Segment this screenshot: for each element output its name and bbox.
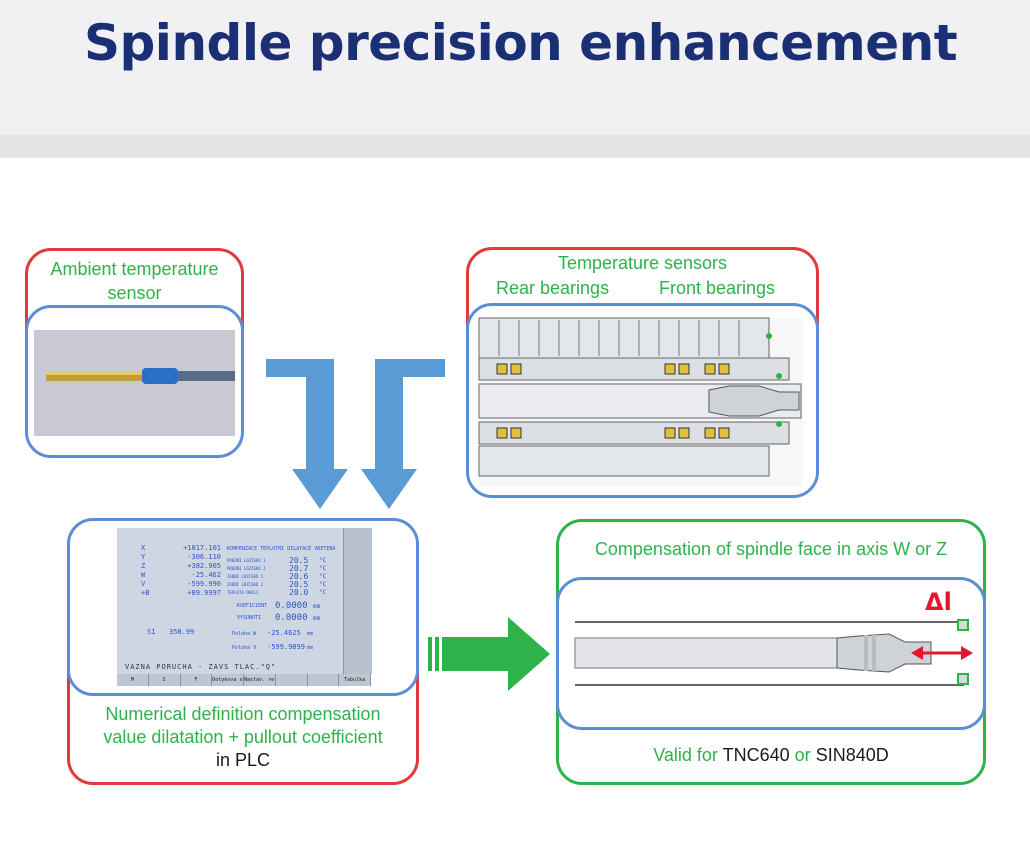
sin840d-label: SIN840D xyxy=(815,745,889,765)
temperature-row: ZADNI LOZISKO 2 20.5 °C xyxy=(227,581,342,589)
coefficient-label: KOEFICIENT xyxy=(237,603,268,609)
axis-row: W -25.462 xyxy=(141,571,221,580)
temperature-unit: °C xyxy=(319,565,327,572)
numerical-label-line2: value dilatation + pullout coefficient xyxy=(103,727,383,747)
position-v-label: Poloha V xyxy=(232,645,257,651)
pullout-label: VYSUNUTI xyxy=(237,615,262,621)
axis-row: V -599.990 xyxy=(141,580,221,589)
temperature-unit: °C xyxy=(319,581,327,588)
delta-length-symbol: Δl xyxy=(925,588,952,616)
front-bearings-label: Front bearings xyxy=(659,278,776,298)
softkey[interactable]: Nastav. referenc. xyxy=(244,674,276,686)
softkey[interactable]: Dotykova sonda xyxy=(212,674,244,686)
ambient-label-line1: Ambient temperature xyxy=(50,259,219,279)
axis-value: -25.462 xyxy=(191,571,221,579)
temperature-value: 20.0 xyxy=(289,588,309,597)
side-softkey-column xyxy=(343,528,372,674)
numerical-label-line1: Numerical definition compensation xyxy=(105,704,381,724)
temperature-row: ZADNI LOZISKO 1 20.6 °C xyxy=(227,573,342,581)
tnc640-label: TNC640 xyxy=(722,745,790,765)
arrow-from-ambient-icon xyxy=(266,359,348,509)
numerical-label-line3: in PLC xyxy=(215,750,271,770)
softkey[interactable]: Tabulka xyxy=(339,674,371,686)
temperature-value: 20.5 xyxy=(289,580,309,589)
s1-value: 358.99 xyxy=(169,628,195,636)
status-message: VAZNA PORUCHA - ZAVS TLAC."Q" xyxy=(125,663,277,671)
coefficient-unit: mm xyxy=(313,603,321,610)
ambient-label-line2: sensor xyxy=(107,283,162,303)
or-label: or xyxy=(794,745,811,765)
page-title: Spindle precision enhancement xyxy=(84,14,958,72)
temperature-readout-list: PREDNI LOZISKO 1 20.5 °C PREDNI LOZISKO 2 20… xyxy=(227,557,342,597)
temperature-label: ZADNI LOZISKO 1 xyxy=(227,574,264,579)
temperature-unit: °C xyxy=(319,557,327,564)
temperature-unit: °C xyxy=(319,573,327,580)
softkey[interactable] xyxy=(276,674,308,686)
temperature-value: 20.6 xyxy=(289,572,309,581)
axis-name: Y xyxy=(141,553,146,561)
temperature-label: PREDNI LOZISKO 1 xyxy=(227,558,266,563)
spindle-section-image-frame xyxy=(466,303,819,498)
ambient-sensor-image xyxy=(34,330,235,436)
axis-name: +B xyxy=(141,589,150,597)
axis-value: -306.110 xyxy=(187,553,221,561)
coefficient-value: 0.0000 xyxy=(275,601,308,611)
axis-value: +382.905 xyxy=(187,562,221,570)
temperature-label: TEPLOTA OKOLI xyxy=(227,590,259,595)
spindle-cross-section-drawing xyxy=(478,317,803,486)
axis-value: +89.9997 xyxy=(187,589,221,597)
axis-name: V xyxy=(141,580,146,588)
axis-value: -599.990 xyxy=(187,580,221,588)
temperature-label: PREDNI LOZISKO 2 xyxy=(227,566,266,571)
axis-row: Y -306.110 xyxy=(141,553,221,562)
axis-name: W xyxy=(141,571,146,579)
axis-row: Z +382.905 xyxy=(141,562,221,571)
ambient-sensor-image-frame xyxy=(25,305,244,458)
temperature-label: ZADNI LOZISKO 2 xyxy=(227,582,264,587)
axis-name: Z xyxy=(141,562,146,570)
arrow-to-compensation-icon xyxy=(428,617,550,691)
axis-row: X +1017.101 xyxy=(141,544,221,553)
pullout-value: 0.0000 xyxy=(275,613,308,623)
arrow-from-bearings-icon xyxy=(361,359,445,509)
position-w-unit: mm xyxy=(307,631,314,637)
spindle-face-image-frame: Δl xyxy=(556,577,986,730)
temperature-row: PREDNI LOZISKO 1 20.5 °C xyxy=(227,557,342,565)
position-v-value: -599.9899 xyxy=(267,643,305,651)
header-bar xyxy=(0,0,1030,135)
softkey[interactable]: S xyxy=(149,674,181,686)
screen-panel-title: KOMPENZACE TEPLOTNI DILATACE VRETENA xyxy=(227,546,336,552)
rear-bearings-label: Rear bearings xyxy=(496,278,610,298)
temperature-value: 20.7 xyxy=(289,564,309,573)
temperature-row: TEPLOTA OKOLI 20.0 °C xyxy=(227,589,342,597)
spindle-face-drawing xyxy=(574,619,973,686)
softkey[interactable] xyxy=(308,674,340,686)
softkey[interactable]: F xyxy=(181,674,213,686)
valid-for-line: Valid for TNC640 or SIN840D xyxy=(556,743,986,767)
temperature-sensors-title: Temperature sensors xyxy=(557,253,728,273)
compensation-title: Compensation of spindle face in axis W o… xyxy=(594,539,948,559)
position-v-unit: mm xyxy=(307,645,314,651)
s1-label: S1 xyxy=(147,628,156,636)
temperature-value: 20.5 xyxy=(289,556,309,565)
header-band xyxy=(0,135,1030,158)
axis-name: X xyxy=(141,544,146,552)
pullout-unit: mm xyxy=(313,615,321,622)
temperature-row: PREDNI LOZISKO 2 20.7 °C xyxy=(227,565,342,573)
axis-row: +B +89.9997 xyxy=(141,589,221,598)
temperature-unit: °C xyxy=(319,589,327,596)
axis-value: +1017.101 xyxy=(183,544,221,552)
valid-for-prefix: Valid for xyxy=(653,745,718,765)
position-w-label: Poloha W xyxy=(232,631,257,637)
softkey[interactable]: M xyxy=(117,674,149,686)
position-w-value: -25.4625 xyxy=(267,629,301,637)
